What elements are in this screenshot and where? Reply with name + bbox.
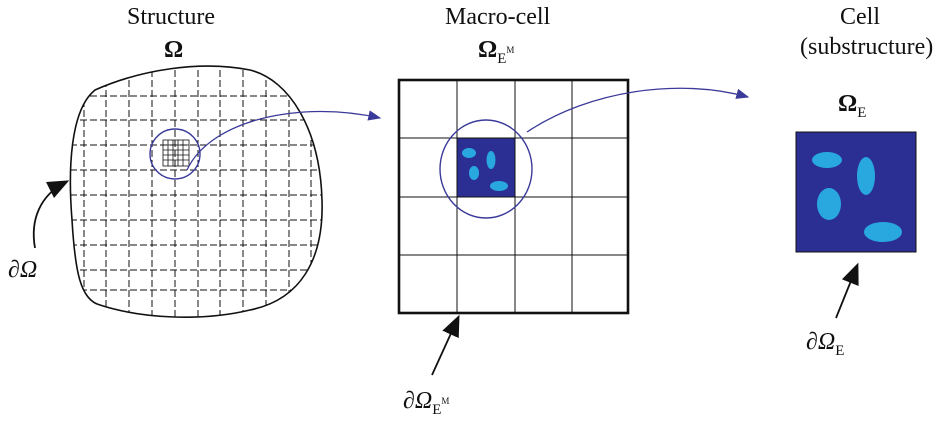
macro-cell-boundary-pointer <box>431 314 460 376</box>
structure-zoom-circle <box>149 128 201 180</box>
cell-boundary-label: ∂ΩE <box>806 329 844 359</box>
macro-cell-boundary-sup: M <box>441 396 450 406</box>
structure-symbol: Ω <box>164 37 184 63</box>
macro-cell <box>397 78 630 315</box>
cell-symbol: ΩE <box>838 91 866 121</box>
macro-cell-symbol-sub: E <box>497 51 507 67</box>
macro-cell-inclusions <box>462 148 508 191</box>
cell-inclusions <box>812 152 902 242</box>
cell-boundary-pointer <box>835 262 859 319</box>
structure-mesh <box>70 66 323 318</box>
cell-symbol-base: Ω <box>838 91 858 117</box>
macro-cell-boundary-symbol: ∂Ω <box>403 388 433 414</box>
macro-cell-boundary-label: ∂ΩEM <box>403 388 450 418</box>
connector-arrow-macrocell-to-cell <box>526 87 750 133</box>
macro-cell-symbol-sup: M <box>506 45 515 55</box>
cell-symbol-sub: E <box>857 105 867 121</box>
cell <box>795 131 917 253</box>
cell-title-line2: (substructure) <box>800 34 934 60</box>
cell-title-line1: Cell <box>840 4 880 30</box>
structure-boundary-symbol: ∂Ω <box>8 257 38 283</box>
structure-local-fine-grid <box>162 139 190 167</box>
macro-cell-title: Macro-cell <box>445 4 551 30</box>
macro-cell-zoom-circle <box>439 119 533 219</box>
cell-boundary-sub: E <box>835 343 845 359</box>
structure-boundary-pointer <box>32 180 70 249</box>
macro-cell-symbol: ΩEM <box>478 37 515 67</box>
structure-title: Structure <box>127 4 215 30</box>
macro-cell-boundary-sub: E <box>432 402 442 418</box>
structure-boundary <box>69 65 323 318</box>
macro-cell-symbol-base: Ω <box>478 37 498 63</box>
connector-arrow-structure-to-macrocell <box>186 110 382 171</box>
structure-domain <box>69 65 323 318</box>
macro-cell-boundary <box>397 78 630 315</box>
cell-boundary-symbol: ∂Ω <box>806 329 836 355</box>
structure-boundary-label: ∂Ω <box>8 258 37 282</box>
